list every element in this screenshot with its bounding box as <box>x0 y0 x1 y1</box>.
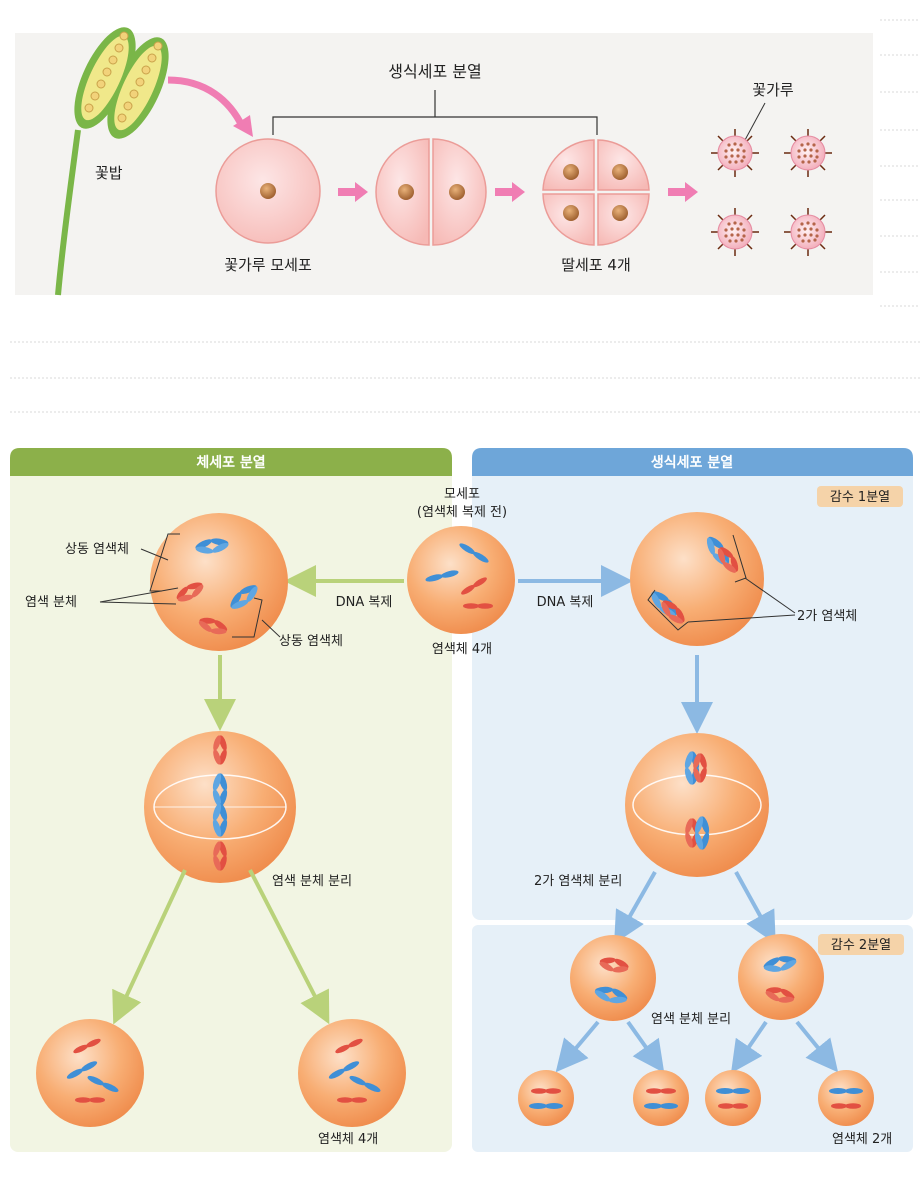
pollen-mother-cell <box>215 138 321 244</box>
dna-replication-right-label: DNA 복제 <box>537 595 594 610</box>
secondary-cell-2 <box>738 934 824 1020</box>
daughter-cell-left-1 <box>36 1019 144 1127</box>
metaphase-cell-left <box>144 731 296 883</box>
chrom-count-left: 염색체 4개 <box>318 1132 378 1147</box>
meiosis1-arrow-right <box>734 871 776 945</box>
mother-cell-label: 꽃가루 모세포 <box>224 256 312 274</box>
gamete-4 <box>818 1070 874 1126</box>
pollen-label: 꽃가루 <box>752 81 794 99</box>
chromatid-separation-label-left: 염색 분체 분리 <box>272 874 352 889</box>
mitosis-title: 체세포 분열 <box>196 454 265 471</box>
gamete-2 <box>633 1070 689 1126</box>
meiosis2-badge <box>818 934 904 955</box>
mitosis-arrow-left <box>112 869 187 1025</box>
mother-cell-subtitle: (염색체 복제 전) <box>417 505 507 520</box>
anther-label: 꽃밥 <box>95 164 123 182</box>
meiosis1-badge <box>817 486 903 507</box>
metaphase-cell-right <box>625 733 769 877</box>
dna-replication-left-label: DNA 복제 <box>336 595 393 610</box>
meiosis2-label: 감수 2분열 <box>831 938 891 953</box>
meiosis1-label: 감수 1분열 <box>830 490 890 505</box>
top-panel: 꽃밥 생식세포 분열 꽃가루 모세포 <box>10 19 920 413</box>
pollen-grain <box>710 207 760 257</box>
mother-cell-title: 모세포 <box>444 487 480 502</box>
gamete-1 <box>518 1070 574 1126</box>
two-cell-stage <box>375 138 487 246</box>
meiosis-bracket <box>272 90 598 135</box>
meiosis2-arrows <box>555 1020 839 1074</box>
four-cell-stage <box>542 139 650 246</box>
pollen-grain <box>783 128 833 178</box>
mother-chrom-count: 염색체 4개 <box>432 642 492 657</box>
center-mother-cell: 모세포 (염색체 복제 전) 염색체 4개 <box>407 487 515 657</box>
homologous-label-1: 상동 염색체 <box>65 542 129 557</box>
daughter-cell-left-2 <box>298 1019 406 1127</box>
meiosis-label: 생식세포 분열 <box>388 62 481 81</box>
gamete-3 <box>705 1070 761 1126</box>
daughter-cells-label: 딸세포 4개 <box>561 256 631 274</box>
chrom-count-right: 염색체 2개 <box>832 1132 892 1147</box>
pollen-grain <box>710 128 760 178</box>
anther-illustration <box>55 27 169 296</box>
pink-curved-arrow <box>167 76 247 130</box>
replicated-cell-left <box>149 513 288 651</box>
meiosis1-background <box>472 448 913 920</box>
meiosis1-arrow-left <box>614 871 657 944</box>
bivalent-separation-label: 2가 염색체 분리 <box>534 874 622 889</box>
pollen-grain <box>783 207 833 257</box>
bivalent-cell <box>630 512 764 646</box>
secondary-cell-1 <box>570 935 656 1021</box>
homologous-label-2: 상동 염색체 <box>279 634 343 649</box>
mitosis-arrow-right <box>248 869 330 1025</box>
meiosis-header <box>472 448 913 476</box>
mitosis-header <box>10 448 452 476</box>
meiosis-title: 생식세포 분열 <box>651 454 733 471</box>
chromatid-separation-label-right: 염색 분체 분리 <box>651 1012 731 1027</box>
pink-arrows <box>338 182 698 202</box>
bivalent-label: 2가 염색체 <box>797 609 857 624</box>
chromatid-label: 염색 분체 <box>25 595 77 610</box>
